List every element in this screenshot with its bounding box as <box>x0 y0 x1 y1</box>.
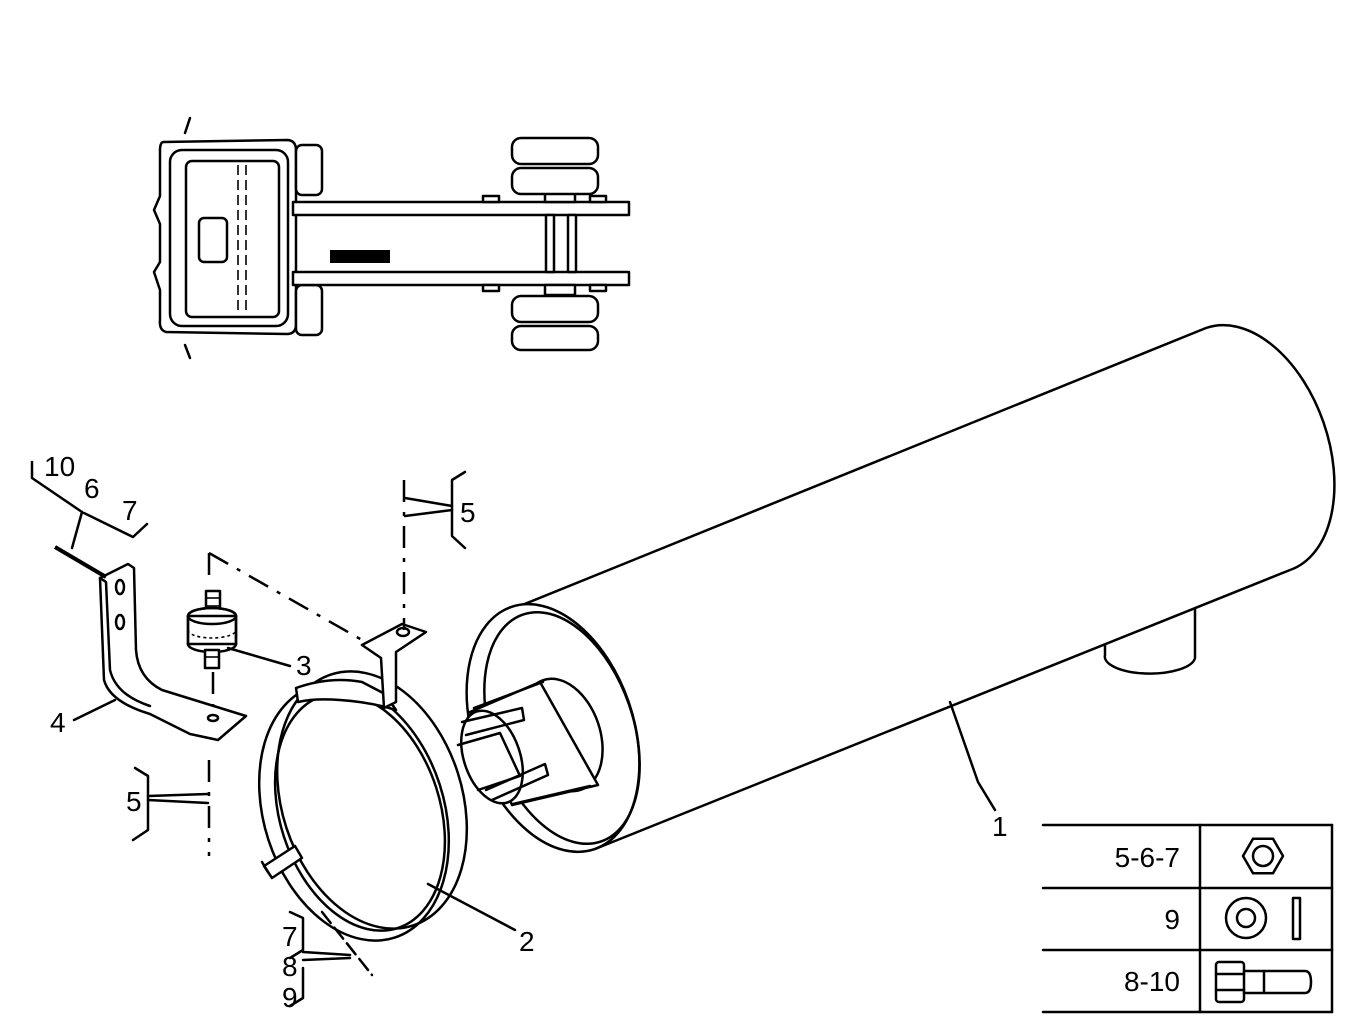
callout-5-top: 5 <box>460 497 476 528</box>
callout-4: 4 <box>50 707 66 738</box>
fastener-legend-table: 5-6-7 9 8-10 <box>1041 823 1334 1014</box>
callout-6-top: 6 <box>84 473 100 504</box>
bracket-hole <box>114 613 126 631</box>
muffler-location-marker <box>330 250 390 263</box>
cab-hatch <box>197 216 229 264</box>
rubber-mount <box>186 589 238 670</box>
cross-member <box>544 213 556 274</box>
frame-rail-bottom <box>291 270 631 287</box>
leader-lines <box>30 460 997 1008</box>
frame-rail-top <box>291 200 631 217</box>
front-tire-top <box>294 143 324 197</box>
muffler <box>456 323 1336 854</box>
cross-member <box>566 213 578 274</box>
front-tire-bottom <box>294 283 324 337</box>
clamp-strap <box>294 678 398 712</box>
cab-outline <box>152 138 298 336</box>
assembly-lines <box>53 480 406 977</box>
support-bracket <box>98 562 248 742</box>
callout-8: 8 <box>282 951 298 982</box>
callout-3: 3 <box>296 650 312 681</box>
legend-row-label: 8-10 <box>1124 966 1180 997</box>
muffler-body <box>503 323 1336 851</box>
washer-icon <box>1224 896 1302 941</box>
bolt-shaft <box>53 545 108 579</box>
callout-1: 1 <box>992 811 1008 842</box>
callout-5-bottom: 5 <box>126 786 142 817</box>
rear-tire <box>510 136 600 166</box>
callout-7-bottom: 7 <box>282 921 298 952</box>
hex-nut-icon <box>1241 837 1285 875</box>
bracket-hole <box>114 578 126 596</box>
clamp-band <box>257 622 469 942</box>
callout-2: 2 <box>519 926 535 957</box>
callout-9: 9 <box>282 982 298 1013</box>
callouts: 10 6 7 5 3 4 5 2 7 8 9 1 <box>44 451 1008 1013</box>
clamp-bolt <box>260 844 304 880</box>
rear-tire <box>510 166 600 196</box>
clamp-mounting-bracket <box>360 622 428 710</box>
callout-7-top: 7 <box>122 495 138 526</box>
legend-row-label: 5-6-7 <box>1115 842 1180 873</box>
bolt-icon <box>1214 960 1313 1004</box>
bracket-hole <box>206 713 220 723</box>
rear-tire <box>510 324 600 352</box>
muffler-inlet-tube <box>456 677 604 807</box>
legend-row-label: 9 <box>1164 904 1180 935</box>
callout-10: 10 <box>44 451 75 482</box>
rear-tire <box>510 294 600 324</box>
truck-top-view <box>152 116 631 360</box>
